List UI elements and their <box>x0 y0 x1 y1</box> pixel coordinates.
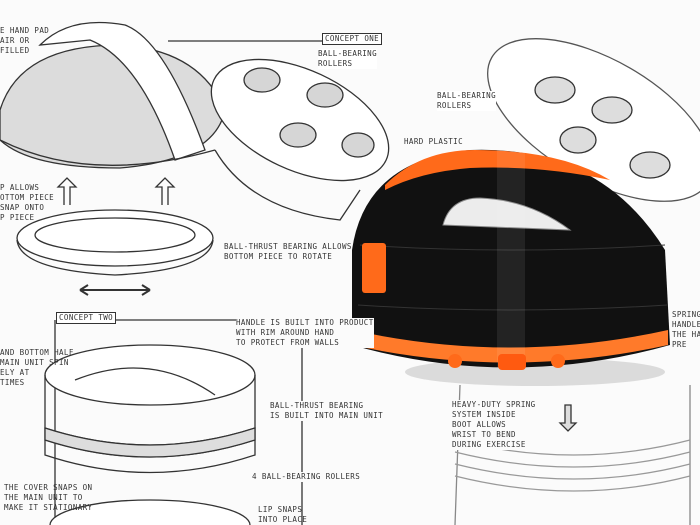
concept-one-title: CONCEPT ONE <box>322 33 383 45</box>
note-hard-plastic: HARD PLASTIC <box>404 137 463 146</box>
strap <box>38 21 206 161</box>
note-handle: HANDLE IS BUILT INTO PRODUCT WITH RIM AR… <box>236 318 374 348</box>
note-4-rollers: 4 BALL-BEARING ROLLERS <box>252 472 361 482</box>
top-orange-rim <box>385 150 610 190</box>
note-ball-thrust-rotate: BALL-THRUST BEARING ALLOWS BOTTOM PIECE … <box>224 242 352 261</box>
bottom-ring <box>16 209 214 267</box>
note-lip-snaps: LIP SNAPS INTO PLACE <box>258 505 308 524</box>
side-button <box>362 243 386 293</box>
note-snap-piece: P ALLOWS OTTOM PIECE SNAP ONTO P PIECE <box>0 183 55 222</box>
hand-opening <box>442 197 572 231</box>
note-cover-snaps: THE COVER SNAPS ON THE MAIN UNIT TO MAKE… <box>4 483 93 512</box>
note-spin: AND BOTTOM HALF MAIN UNIT SPIN ELY AT TI… <box>0 348 74 387</box>
note-hand-pad: E HAND PAD AIR OR FILLED <box>0 26 50 55</box>
concept-two-title: CONCEPT TWO <box>56 312 117 324</box>
note-ball-bearing-rollers-right: BALL-BEARING ROLLERS <box>437 91 496 111</box>
main-unit-top <box>44 344 256 406</box>
note-ball-bearing-rollers: BALL-BEARING ROLLERS <box>318 49 377 69</box>
note-ball-thrust-main: BALL-THRUST BEARING IS BUILT INTO MAIN U… <box>270 401 384 421</box>
product-render <box>352 148 670 386</box>
render-body <box>352 149 670 368</box>
note-heavy-duty-spring: HEAVY-DUTY SPRING SYSTEM INSIDE BOOT ALL… <box>452 400 536 450</box>
